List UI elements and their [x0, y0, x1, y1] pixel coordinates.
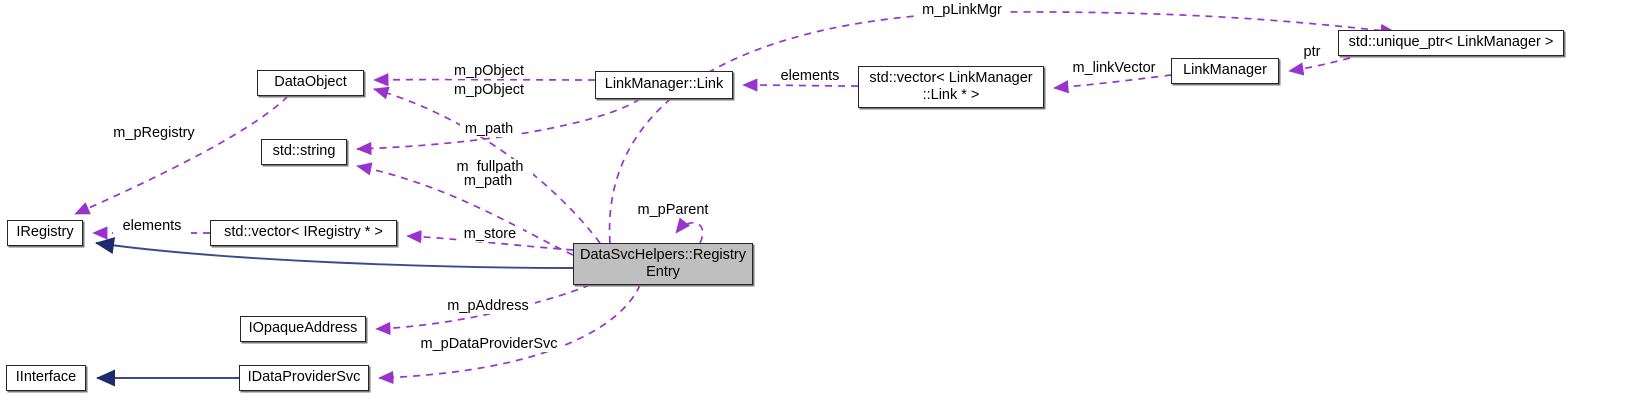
edge-label-elements-links: elements — [772, 68, 848, 85]
node-iopaqueaddress-label: IOpaqueAddress — [248, 320, 358, 337]
edge-elements-links — [742, 78, 859, 92]
node-vector-iregistry[interactable]: std::vector< IRegistry * > — [210, 220, 397, 246]
edge-m-pregistry — [74, 95, 289, 215]
edge-label-m-pregistry: m_pRegistry — [105, 125, 203, 142]
node-linkmanager-link-label: LinkManager::Link — [604, 76, 724, 93]
edge-label-ptr: ptr — [1298, 44, 1326, 61]
node-iopaqueaddress[interactable]: IOpaqueAddress — [240, 316, 366, 342]
node-linkmanager-link[interactable]: LinkManager::Link — [595, 71, 733, 99]
node-vector-iregistry-label: std::vector< IRegistry * > — [224, 224, 383, 241]
node-stdstring-label: std::string — [272, 143, 336, 160]
edge-label-m-pobject-1: m_pObject — [448, 63, 530, 80]
node-vector-linkmanager-link-label: std::vector< LinkManager ::Link * > — [869, 69, 1033, 103]
node-stdstring[interactable]: std::string — [261, 139, 347, 165]
edge-label-m-path-top: m_path — [460, 121, 518, 138]
edge-label-m-plinkmgr: m_pLinkMgr — [915, 2, 1009, 19]
edge-label-m-paddress: m_pAddress — [441, 298, 535, 315]
node-registryentry-label: DataSvcHelpers::Registry Entry — [580, 246, 746, 280]
edge-label-m-store: m_store — [457, 226, 523, 243]
node-iregistry-label: IRegistry — [16, 224, 74, 241]
edge-label-m-pparent: m_pParent — [632, 202, 714, 219]
node-iinterface[interactable]: IInterface — [6, 365, 86, 391]
node-iinterface-label: IInterface — [15, 369, 77, 386]
edge-label-m-path-bottom: m_path — [457, 173, 519, 190]
edge-m-pparent — [675, 217, 704, 244]
edge-label-m-linkvector: m_linkVector — [1063, 60, 1165, 77]
edge-label-m-pobject-2: m_pObject — [448, 82, 530, 99]
node-linkmanager-label: LinkManager — [1183, 62, 1267, 79]
edge-m-linkvector — [1053, 74, 1172, 94]
edge-inherit-iregistry — [95, 237, 574, 269]
node-iregistry[interactable]: IRegistry — [7, 220, 83, 246]
edge-label-elements-iregistry: elements — [113, 218, 191, 235]
node-unique-ptr-linkmanager-label: std::unique_ptr< LinkManager > — [1348, 34, 1554, 51]
node-vector-linkmanager-link[interactable]: std::vector< LinkManager ::Link * > — [858, 66, 1044, 108]
edge-m-plinkmgr — [608, 11, 1396, 244]
node-dataobject[interactable]: DataObject — [257, 70, 364, 96]
node-registryentry[interactable]: DataSvcHelpers::Registry Entry — [573, 243, 753, 285]
node-idataprovidersvc[interactable]: IDataProviderSvc — [239, 365, 369, 391]
node-unique-ptr-linkmanager[interactable]: std::unique_ptr< LinkManager > — [1338, 30, 1564, 56]
node-idataprovidersvc-label: IDataProviderSvc — [247, 369, 361, 386]
node-dataobject-label: DataObject — [274, 74, 347, 91]
edge-label-m-pdataprovidersvc: m_pDataProviderSvc — [413, 336, 565, 353]
node-linkmanager[interactable]: LinkManager — [1171, 58, 1279, 84]
